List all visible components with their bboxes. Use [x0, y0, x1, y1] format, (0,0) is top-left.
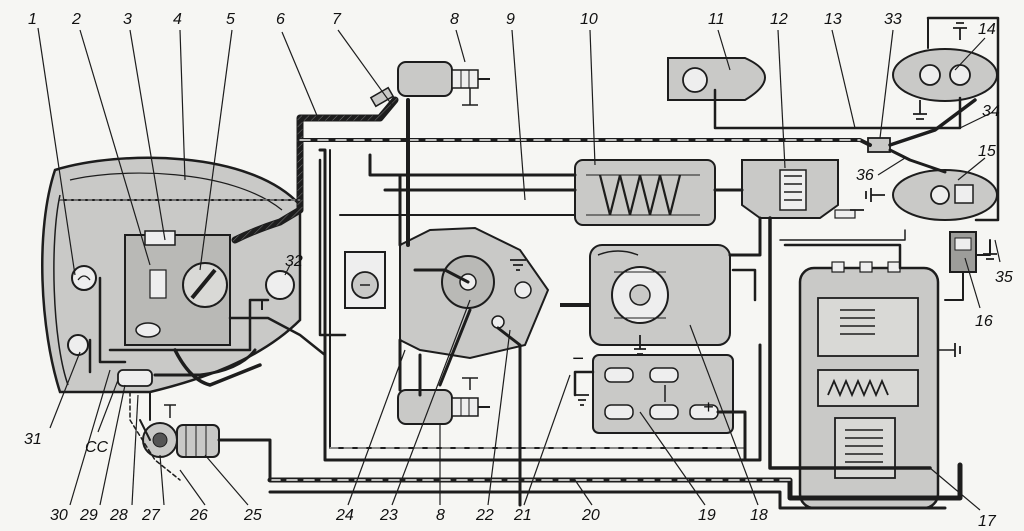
label-21: 21 [513, 507, 532, 524]
battery-minus-symbol: − [572, 348, 584, 370]
label-23: 23 [379, 507, 398, 524]
label-3: 3 [123, 11, 132, 28]
label-9: 9 [506, 11, 515, 28]
voltage-regulator [741, 159, 856, 219]
generator [560, 244, 731, 346]
label-24: 24 [335, 507, 354, 524]
label-cc: CC [85, 439, 109, 456]
label-10: 10 [580, 11, 598, 28]
wiring-harness [59, 16, 1000, 510]
headlamp-high-beam-bulb [71, 265, 97, 291]
label-20: 20 [581, 507, 600, 524]
label-15: 15 [978, 143, 996, 160]
tail-lamp-right-upper [892, 48, 998, 102]
label-1: 1 [28, 11, 37, 28]
label-31: 31 [24, 431, 42, 448]
label-30: 30 [50, 507, 68, 524]
leader-lines [37, 27, 1001, 511]
label-33: 33 [884, 11, 902, 28]
label-19: 19 [698, 507, 716, 524]
label-27: 27 [141, 507, 161, 524]
starter-relay [574, 159, 716, 226]
label-8-bottom: 8 [436, 507, 445, 524]
instrument-cluster-block [124, 230, 231, 346]
tail-lamp-right-lower [892, 169, 998, 221]
label-29: 29 [79, 507, 98, 524]
label-35: 35 [995, 269, 1013, 286]
battery [592, 354, 734, 434]
relay-regulator-box [798, 261, 955, 510]
ignition-coil-bottom [397, 377, 490, 425]
label-28: 28 [109, 507, 128, 524]
label-2: 2 [71, 11, 81, 28]
battery-plus-symbol: + [703, 397, 714, 417]
ignition-coil-top [397, 61, 490, 106]
label-26: 26 [189, 507, 208, 524]
spark-plug-7 [369, 86, 395, 108]
ignition-distributor [399, 226, 550, 360]
label-6: 6 [276, 11, 285, 28]
ground-symbols [510, 22, 997, 406]
switch-cc [117, 369, 153, 387]
tail-lamp-left [667, 57, 766, 101]
label-18: 18 [750, 507, 768, 524]
label-36: 36 [856, 167, 874, 184]
label-17: 17 [978, 513, 997, 530]
label-34: 34 [982, 103, 1000, 120]
capacitor [344, 251, 386, 309]
label-25: 25 [243, 507, 262, 524]
label-7: 7 [332, 11, 342, 28]
label-22: 22 [475, 507, 494, 524]
label-11: 11 [708, 11, 725, 28]
label-12: 12 [770, 11, 788, 28]
label-5: 5 [226, 11, 235, 28]
label-16: 16 [975, 313, 993, 330]
label-4: 4 [173, 11, 182, 28]
label-13: 13 [824, 11, 842, 28]
horn [142, 404, 220, 458]
fuse-block-16 [949, 231, 977, 273]
label-14: 14 [978, 21, 996, 38]
headlamp-parking-bulb [67, 334, 89, 356]
callout-labels: 1 2 3 4 5 6 7 8 9 10 11 12 13 33 14 34 1… [24, 11, 1013, 530]
label-32: 32 [285, 253, 303, 270]
label-8-top: 8 [450, 11, 459, 28]
